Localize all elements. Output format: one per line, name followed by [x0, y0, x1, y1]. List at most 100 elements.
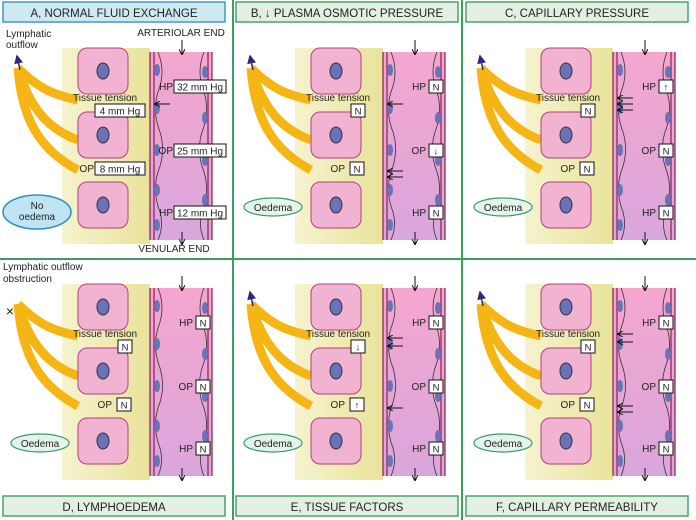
lymphatic-vessel [477, 64, 542, 105]
oedema-label: Oedema [484, 439, 523, 450]
vessel-value: ↓ [434, 147, 439, 158]
endothelium-line [155, 51, 163, 241]
vessel-value: N [200, 319, 207, 330]
oedema-label: Oedema [21, 439, 60, 450]
vessel-value-box [428, 379, 444, 394]
tissue-op-label: OP [561, 164, 576, 175]
tissue-op-label: OP [80, 164, 95, 175]
vessel-hp-label: HP [412, 208, 426, 219]
cell-nucleus [559, 298, 573, 316]
vessel-op-label: OP [642, 382, 657, 393]
vessel-value-box [173, 143, 227, 158]
lymphatic-vessel [246, 303, 314, 410]
endothelial-nucleus [617, 184, 623, 196]
tissue-op-value-box [94, 161, 146, 176]
tissue-tension-label: Tissue tension [73, 329, 137, 340]
tissue-op-value-box [349, 161, 365, 176]
tissue-tension-label: Tissue tension [306, 93, 370, 104]
vessel-value-box [428, 79, 444, 94]
endothelium-line [618, 287, 626, 477]
endothelium-line [618, 51, 626, 241]
cell-nucleus [329, 196, 343, 214]
tissue-tension-value: N [585, 107, 592, 118]
tissue-tension-value-box [350, 339, 366, 354]
tissue-tension-value: N [122, 343, 129, 354]
panel-title-box [465, 495, 689, 517]
endothelial-nucleus [154, 380, 160, 392]
lymphatic-vessel [476, 303, 544, 410]
vessel-op-label: OP [179, 382, 194, 393]
tissue-op-value: 8 mm Hg [100, 165, 141, 176]
vessel-value-box [428, 143, 444, 158]
tissue-tension-value: 4 mm Hg [100, 107, 141, 118]
endothelial-nucleus [387, 144, 393, 156]
endothelial-nucleus [435, 302, 441, 314]
cell-nucleus [559, 62, 573, 80]
lymphatic-vessel [14, 64, 79, 105]
lymphatic-vessel [14, 300, 79, 341]
tissue-tension-label: Tissue tension [73, 93, 137, 104]
tissue-op-value-box [579, 397, 595, 412]
obstruction-x-icon: × [6, 303, 14, 319]
tissue-op-value: ↑ [355, 401, 360, 412]
endothelial-nucleus [387, 64, 393, 76]
lymphatic-vessel [247, 64, 312, 105]
vessel-value-box [428, 315, 444, 330]
endothelial-nucleus [617, 64, 623, 76]
tissue-op-value-box [579, 161, 595, 176]
vessel-value: N [663, 319, 670, 330]
vessel-hp-label: HP [642, 208, 656, 219]
endothelial-nucleus [435, 430, 441, 442]
panel-title: B, ↓ PLASMA OSMOTIC PRESSURE [251, 8, 444, 20]
endothelial-nucleus [202, 302, 208, 314]
lymphatic-vessel [477, 300, 542, 341]
cell-nucleus [329, 126, 343, 144]
endothelial-nucleus [387, 300, 393, 312]
cell-nucleus [329, 362, 343, 380]
cell-nucleus [329, 298, 343, 316]
panel-title: A, NORMAL FLUID EXCHANGE [31, 8, 198, 20]
vessel-value: N [200, 383, 207, 394]
endothelial-nucleus [154, 184, 160, 196]
oedema-badge [243, 433, 303, 453]
tissue-op-label: OP [98, 400, 113, 411]
vessel-value: N [663, 209, 670, 220]
endothelial-nucleus [387, 219, 393, 231]
tissue-tension-value-box [94, 103, 146, 118]
vessel-value-box [658, 205, 674, 220]
vessel-value-box [428, 205, 444, 220]
lymphatic-vessel [247, 300, 312, 341]
endothelial-nucleus [435, 348, 441, 360]
no-oedema-badge [2, 194, 72, 230]
endothelial-nucleus [435, 112, 441, 124]
cell-nucleus [96, 362, 110, 380]
panel-title-box [235, 1, 459, 23]
cell-nucleus [559, 432, 573, 450]
vessel-value-box [195, 441, 211, 456]
tissue-op-value: N [121, 401, 128, 412]
endothelial-nucleus [387, 338, 393, 350]
vessel-hp-label: HP [412, 318, 426, 329]
lymphatic-vessel [13, 303, 81, 410]
vessel-value-box [658, 315, 674, 330]
oedema-badge [473, 433, 533, 453]
vessel-hp-label: HP [642, 318, 656, 329]
endothelial-nucleus [154, 300, 160, 312]
panel-title-box [465, 1, 689, 23]
cell-nucleus [96, 432, 110, 450]
endothelium-line [388, 51, 396, 241]
endothelial-nucleus [665, 430, 671, 442]
endothelial-nucleus [387, 184, 393, 196]
tissue-tension-value-box [580, 339, 596, 354]
endothelial-nucleus [617, 380, 623, 392]
vessel-hp-label: HP [412, 82, 426, 93]
vessel-hp-label: HP [159, 82, 173, 93]
panel-title: C, CAPILLARY PRESSURE [505, 8, 649, 20]
vessel-value: N [433, 83, 440, 94]
tissue-tension-value-box [350, 103, 366, 118]
